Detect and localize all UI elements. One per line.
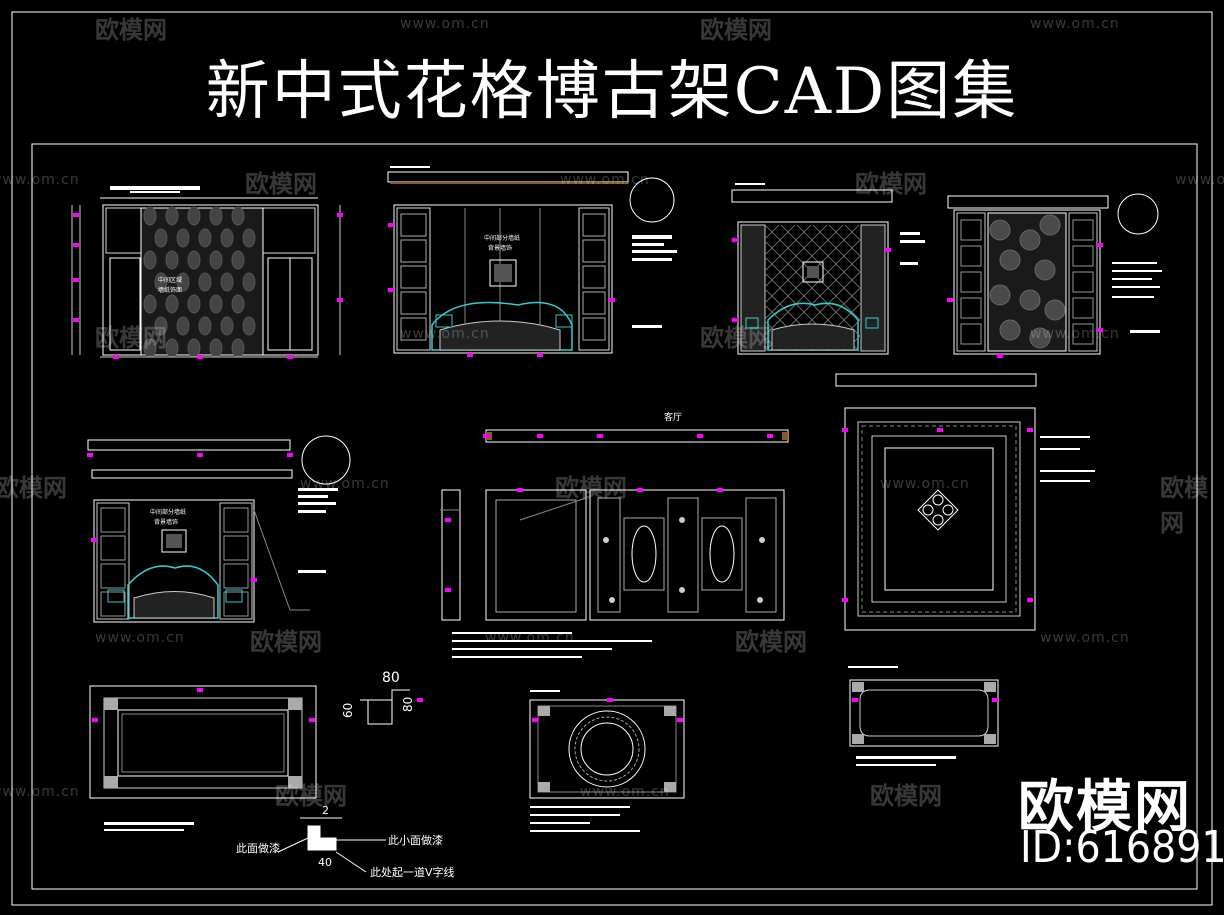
dimension-markers [73,213,1103,722]
dim-80-label: 80 [382,670,400,686]
watermark-url: www.om.cn [560,172,650,188]
rosette [917,489,959,531]
watermark-url: www.om.cn [880,476,970,492]
watermark-brand: 欧模网 [700,324,772,352]
watermark-brand: 欧模网 [735,628,807,656]
outer-frame [11,11,1213,906]
panel-detail-rounded [848,666,999,766]
elevation-bed-wall-2: 中间部分墙纸 背景墙饰 [87,435,351,623]
living-room-label: 客厅 [664,411,682,423]
watermark-url: www.om.cn [485,630,575,646]
watermark-brand: 欧模网 [1160,474,1208,537]
floral-pattern [989,214,1066,349]
svg-text:墙纸饰面: 墙纸饰面 [158,286,182,294]
svg-text:背景墙饰: 背景墙饰 [154,518,178,526]
elevation-diamond-wall [731,183,925,355]
elevation-bogu-shelf: 客厅 [440,411,789,658]
svg-text:中间区域: 中间区域 [158,276,182,284]
dim-60-label: 60 [341,703,355,718]
watermark-url: www.om.cn [400,16,490,32]
note-small-face: 此小面做漆 [388,833,443,847]
dim-80b-label: 80 [401,697,415,712]
watermark-url: www.om.cn [300,476,390,492]
wallpaper-pattern [143,206,256,358]
panel-detail-round [529,690,685,832]
watermark-brand: 欧模网 [0,474,67,502]
watermark-url: www.om.cn [580,784,670,800]
watermark-brand: 欧模网 [870,782,942,810]
elevation-floral-panel [947,193,1162,355]
watermark-url: www.om.cn [1040,630,1130,646]
watermark-brand: 欧模网 [245,170,317,198]
note-paint-face: 此面做漆 [236,841,280,855]
watermark-brand: 欧模网 [700,16,772,44]
svg-text:中间部分墙纸: 中间部分墙纸 [484,234,520,242]
watermark-url: www.om.cn [1175,172,1224,188]
watermark-url: www.om.cn [400,326,490,342]
note-v-line: 此处起一道V字线 [370,865,455,879]
dim-2-label: 2 [322,804,329,817]
watermark-brand: 欧模网 [555,474,627,502]
logo-brand: 欧模网 [1018,775,1192,840]
page-title: 新中式花格博古架CAD图集 [205,55,1019,129]
watermark-brand: 欧模网 [250,628,322,656]
watermark-url: www.om.cn [95,630,185,646]
panel-detail-rect: 80 60 80 2 40 此面做漆 此小面做漆 此处起一道V字线 [89,670,455,879]
elevation-doors: 中间区域 墙纸饰面 [71,186,341,358]
watermark-url: www.om.cn [0,172,80,188]
svg-text:背景墙饰: 背景墙饰 [488,244,512,252]
elevation-bed-lattice: 中间部分墙纸 背景墙饰 [387,166,677,354]
lattice-left [400,213,606,341]
svg-text:中间部分墙纸: 中间部分墙纸 [150,508,186,516]
ceiling-plan [835,373,1095,631]
inner-frame [31,143,1198,890]
watermark-brand: 欧模网 [275,782,347,810]
watermark-brand: 欧模网 [95,16,167,44]
watermark-url: www.om.cn [1030,16,1120,32]
watermark-url: www.om.cn [1030,326,1120,342]
watermark-url: www.om.cn [0,784,80,800]
watermark-brand: 欧模网 [855,170,927,198]
dim-40-label: 40 [318,856,332,869]
logo-id: ID:616891 [1020,822,1224,873]
watermark-brand: 欧模网 [95,324,167,352]
